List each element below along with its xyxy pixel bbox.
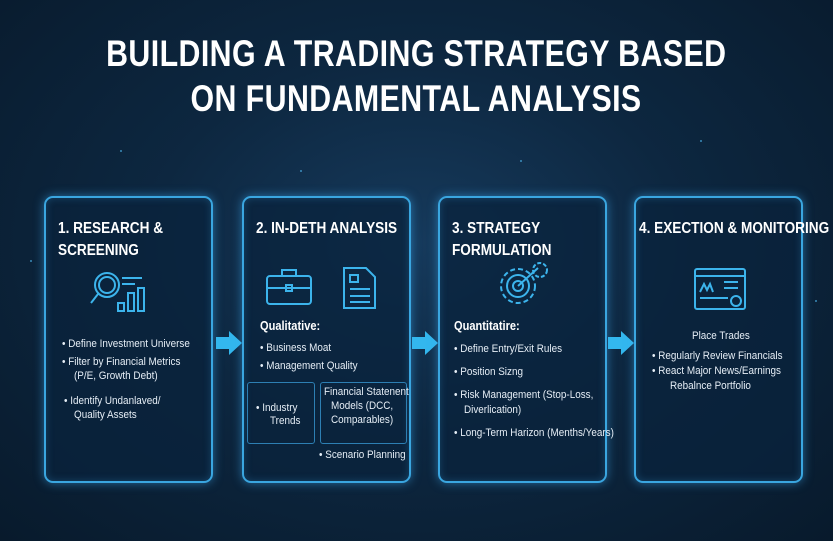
gear-target-icon <box>500 262 548 304</box>
briefcase-icon <box>266 269 312 305</box>
bullet-cont: (P/E, Growth Debt) <box>74 370 158 382</box>
bullet: • Management Quality <box>260 360 358 372</box>
section-heading: Quantitatire: <box>454 318 520 333</box>
bullet: • React Major News/Earnings <box>652 365 781 377</box>
bullet: • Scenario Planning <box>319 449 406 461</box>
bullet: • Filter by Financial Metrics <box>62 356 181 368</box>
magnifier-chart-icon <box>90 272 145 312</box>
card-strategy-formulation: 3. STRATEGY FORMULATION Quantitatire: • D… <box>438 196 614 483</box>
bullet-cont: Quality Assets <box>74 409 137 421</box>
title-line-2: ON FUNDAMENTAL ANALYSIS <box>190 78 643 119</box>
financial-models-box: Financial Statenent Models (DCC, Compara… <box>320 382 409 444</box>
bullet: Rebalnce Portfolio <box>670 380 751 392</box>
industry-trends-box: • Industry Trends <box>247 382 315 444</box>
card-title: 4. EXECTION & MONITORING <box>639 220 830 237</box>
lead-text: Place Trades <box>692 330 750 342</box>
title-line-1: BUILDING A TRADING STRATEGY BASED <box>106 33 727 74</box>
card-title: 3. STRATEGY <box>452 220 541 237</box>
bullet: • Identify Undanlaved/ <box>64 395 161 407</box>
card-title: FORMULATION <box>452 242 552 259</box>
bullet: • Risk Management (Stop-Loss, <box>454 389 594 401</box>
bullet: • Industry <box>256 402 298 414</box>
card-execution-monitoring: 4. EXECTION & MONITORING Place Trades • … <box>634 196 829 483</box>
section-heading: Qualitative: <box>260 318 321 333</box>
document-icon <box>343 267 376 309</box>
card-title: 2. IN-DETH ANALYSIS <box>256 220 398 237</box>
bullet-cont: Diverlication) <box>464 404 522 416</box>
bullet: • Define Investment Universe <box>62 338 190 350</box>
card-title: 1. RESEARCH & <box>58 220 164 237</box>
bullet: • Define Entry/Exit Rules <box>454 343 563 355</box>
dashboard-icon <box>694 268 746 310</box>
card-in-depth-analysis: 2. IN-DETH ANALYSIS Qualitative: • Busin… <box>242 196 411 483</box>
bullet: • Business Moat <box>260 342 332 354</box>
card-research-screening: 1. RESEARCH & SCREENING • Define Investme… <box>44 196 213 483</box>
bullet: • Regularly Review Financials <box>652 350 783 362</box>
bullet: • Position Sizng <box>454 366 523 378</box>
card-title: SCREENING <box>58 242 139 259</box>
bullet: • Long-Term Harizon (Menths/Years) <box>454 427 614 439</box>
